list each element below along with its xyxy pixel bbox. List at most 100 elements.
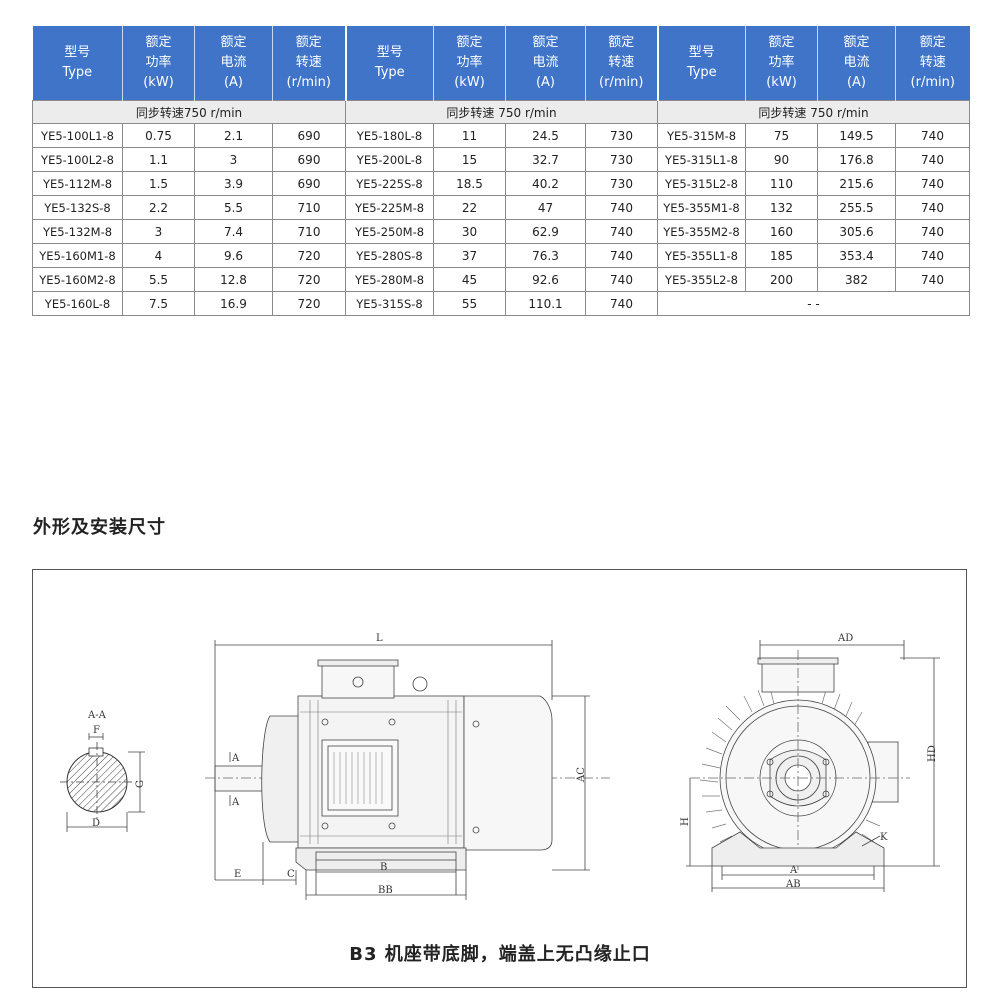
current-cell: 32.7: [505, 147, 586, 172]
header-current: 额定电流(A): [194, 26, 273, 101]
label-K: K: [880, 832, 888, 843]
header-power: 额定功率(kW): [745, 26, 818, 101]
current-cell: 176.8: [817, 147, 896, 172]
model-cell: YE5-112M-8: [32, 171, 123, 196]
current-cell: 305.6: [817, 219, 896, 244]
power-cell: 2.2: [122, 195, 195, 220]
label-L: L: [376, 633, 383, 644]
header-speed: 额定转速(r/min): [585, 26, 658, 101]
current-cell: 3: [194, 147, 273, 172]
power-cell: 5.5: [122, 267, 195, 292]
shaft-section-view: [60, 733, 145, 832]
current-cell: 5.5: [194, 195, 273, 220]
model-cell: YE5-315L2-8: [657, 171, 746, 196]
model-cell: YE5-280S-8: [345, 243, 434, 268]
power-cell: 7.5: [122, 291, 195, 316]
power-cell: 22: [433, 195, 506, 220]
header-power: 额定功率(kW): [433, 26, 506, 101]
header-current: 额定电流(A): [817, 26, 896, 101]
power-cell: 0.75: [122, 123, 195, 148]
label-BB: BB: [378, 885, 393, 896]
header-current: 额定电流(A): [505, 26, 586, 101]
drawing-caption: B3 机座带底脚，端盖上无凸缘止口: [349, 944, 651, 965]
empty-placeholder: - -: [657, 291, 970, 316]
sync-speed-label: 同步转速750 r/min: [32, 100, 346, 124]
power-cell: 90: [745, 147, 818, 172]
power-cell: 55: [433, 291, 506, 316]
current-cell: 110.1: [505, 291, 586, 316]
speed-cell: 730: [585, 123, 658, 148]
side-view: [205, 640, 610, 900]
label-G: G: [135, 780, 146, 788]
section-title: 外形及安装尺寸: [33, 517, 166, 538]
speed-cell: 740: [585, 219, 658, 244]
model-cell: YE5-160L-8: [32, 291, 123, 316]
label-F: F: [93, 725, 100, 736]
speed-cell: 690: [272, 147, 346, 172]
header-speed: 额定转速(r/min): [895, 26, 970, 101]
speed-cell: 720: [272, 291, 346, 316]
model-cell: YE5-315S-8: [345, 291, 434, 316]
label-E: E: [234, 869, 241, 880]
header-power: 额定功率(kW): [122, 26, 195, 101]
current-cell: 149.5: [817, 123, 896, 148]
current-cell: 16.9: [194, 291, 273, 316]
current-cell: 62.9: [505, 219, 586, 244]
label-HD: HD: [927, 745, 938, 762]
model-cell: YE5-132M-8: [32, 219, 123, 244]
label-B: B: [380, 862, 387, 873]
label-A-mark-top: A: [231, 753, 240, 764]
speed-cell: 740: [895, 123, 970, 148]
power-cell: 160: [745, 219, 818, 244]
speed-cell: 740: [895, 243, 970, 268]
speed-cell: 720: [272, 267, 346, 292]
current-cell: 9.6: [194, 243, 273, 268]
power-cell: 37: [433, 243, 506, 268]
power-cell: 18.5: [433, 171, 506, 196]
label-A-mark-bottom: A: [231, 797, 240, 808]
current-cell: 255.5: [817, 195, 896, 220]
speed-cell: 740: [895, 171, 970, 196]
speed-cell: 740: [895, 267, 970, 292]
label-section-aa: A-A: [87, 710, 107, 721]
header-speed: 额定转速(r/min): [272, 26, 346, 101]
label-AB: AB: [785, 879, 801, 890]
speed-cell: 730: [585, 147, 658, 172]
current-cell: 76.3: [505, 243, 586, 268]
model-cell: YE5-355L2-8: [657, 267, 746, 292]
speed-cell: 740: [585, 291, 658, 316]
current-cell: 47: [505, 195, 586, 220]
sync-speed-label: 同步转速 750 r/min: [657, 100, 970, 124]
speed-cell: 740: [895, 147, 970, 172]
power-cell: 1.5: [122, 171, 195, 196]
power-cell: 1.1: [122, 147, 195, 172]
drawing-frame: [32, 569, 967, 988]
speed-cell: 740: [585, 195, 658, 220]
end-view: [686, 640, 940, 892]
power-cell: 132: [745, 195, 818, 220]
power-cell: 110: [745, 171, 818, 196]
model-cell: YE5-225M-8: [345, 195, 434, 220]
current-cell: 7.4: [194, 219, 273, 244]
model-cell: YE5-160M1-8: [32, 243, 123, 268]
model-cell: YE5-132S-8: [32, 195, 123, 220]
current-cell: 3.9: [194, 171, 273, 196]
label-AD: AD: [837, 633, 853, 644]
power-cell: 11: [433, 123, 506, 148]
label-C: C: [287, 869, 295, 880]
power-cell: 30: [433, 219, 506, 244]
